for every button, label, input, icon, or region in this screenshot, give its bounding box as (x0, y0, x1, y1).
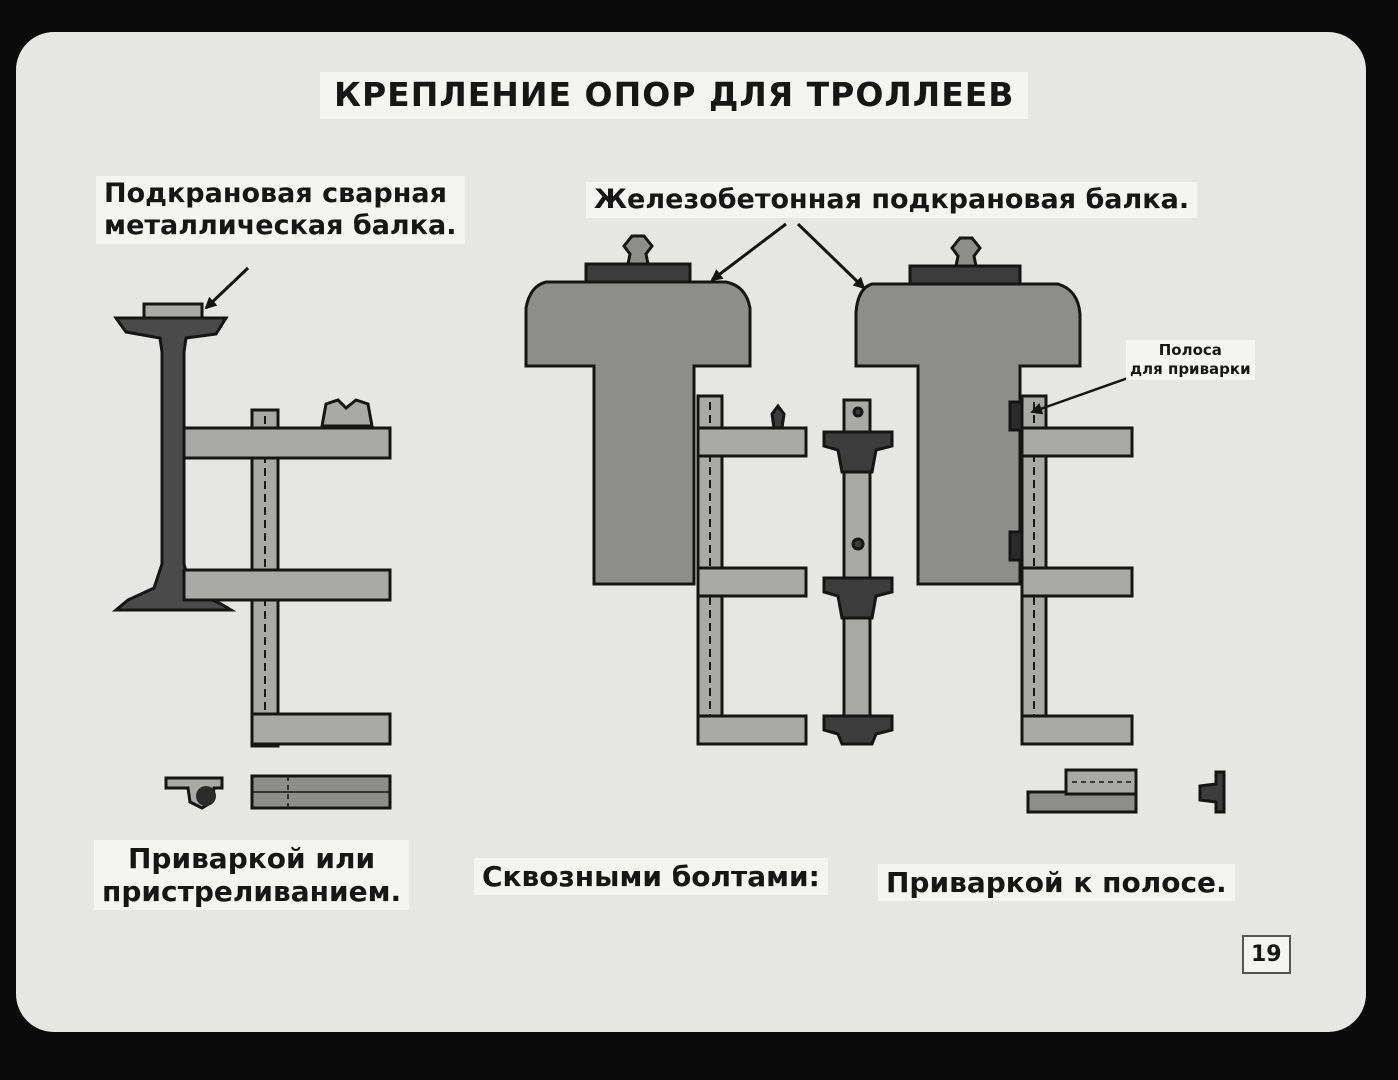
caption-welding-line1: Приваркой или (127, 842, 376, 875)
trolley-holder (320, 398, 374, 428)
mounting-diagram (111, 222, 1226, 814)
steel-i-beam (111, 316, 237, 612)
steel-beam-label-line1: Подкрановая сварная (104, 178, 447, 209)
weld-strip-top (1008, 400, 1024, 432)
caption-bolts: Сквозными болтами: (474, 858, 828, 896)
bracket-top-steel (182, 426, 392, 460)
concrete-beam-label: Железобетонная подкрановая балка. (586, 182, 1198, 218)
bracket-low-strip (1020, 714, 1134, 746)
weld-strip-label-line2: для приварки (1130, 359, 1251, 378)
page-number: 19 (1242, 935, 1291, 974)
bracket-low-steel (250, 712, 392, 746)
steel-beam-label-line2: металлическая балка. (104, 209, 457, 241)
bracket-top-bolts (696, 426, 808, 458)
caption-welding-line2: пристреливанием. (102, 875, 402, 909)
strip-detail-profile (1198, 770, 1226, 814)
rail-head-strip (950, 236, 982, 268)
weld-strip-label: Полоса для приварки (1126, 340, 1255, 380)
pointer-concrete-left (710, 222, 787, 282)
page-title: КРЕПЛЕНИЕ ОПОР ДЛЯ ТРОЛЛЕЕВ (320, 72, 1029, 119)
bracket-top-strip (1020, 426, 1134, 458)
weld-strip-label-line1: Полоса (1158, 341, 1222, 359)
bracket-low-bolts (696, 714, 808, 746)
pointer-concrete-right (796, 222, 866, 290)
slide: КРЕПЛЕНИЕ ОПОР ДЛЯ ТРОЛЛЕЕВ Подкрановая … (16, 32, 1366, 1032)
pointer-strip (1030, 376, 1129, 415)
steel-beam-label: Подкрановая сварная металлическая балка. (96, 176, 465, 244)
weld-strip-low (1008, 530, 1024, 562)
bracket-mid-bolts (696, 566, 808, 598)
rail-top-steel (142, 302, 204, 320)
concrete-beam-bolts (524, 280, 752, 586)
rail-head-bolts (622, 234, 654, 266)
caption-welding: Приваркой или пристреливанием. (94, 840, 410, 911)
steel-beam-assembly (111, 302, 392, 810)
concrete-beam-strip (854, 282, 1082, 586)
concrete-strip-assembly (854, 236, 1226, 814)
caption-strip: Приваркой к полосе. (878, 864, 1235, 902)
bracket-mid-strip (1020, 566, 1134, 598)
concrete-bolt-assembly (524, 234, 894, 746)
pointer-steel (204, 266, 250, 310)
bracket-mid-steel (182, 568, 392, 602)
